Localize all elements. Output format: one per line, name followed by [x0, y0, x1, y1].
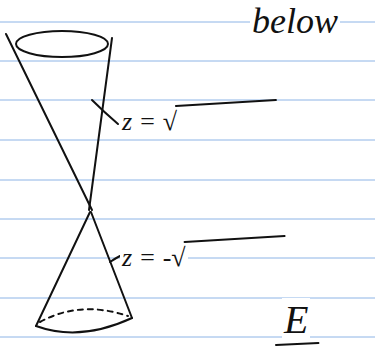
radical-bar [185, 236, 285, 242]
note-text: below [250, 2, 340, 42]
equation-label: z = -√ [120, 244, 188, 273]
cone-outline [6, 31, 132, 332]
equation-label: z = √ [120, 108, 179, 137]
ruled-lines [0, 22, 375, 337]
scribble-mark: E [282, 298, 310, 342]
radical-bar [176, 100, 276, 106]
underline-stroke [276, 343, 318, 345]
